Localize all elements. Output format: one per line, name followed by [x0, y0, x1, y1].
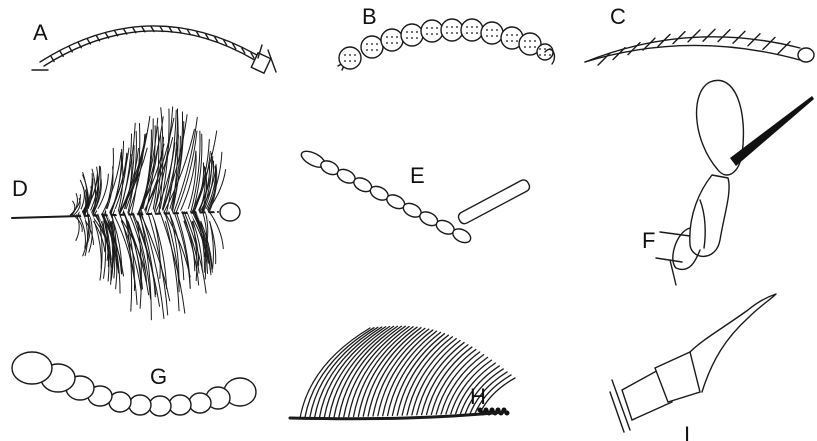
antenna-i-stylate	[610, 294, 776, 432]
antenna-f-aristate	[656, 80, 814, 285]
antenna-g-clavate	[12, 352, 256, 416]
antenna-c-serrate	[585, 29, 814, 65]
panel-label-e: E	[410, 163, 425, 188]
panel-label-g: G	[150, 364, 167, 389]
panel-label-c: C	[610, 4, 626, 29]
antenna-d-plumose	[12, 107, 240, 320]
antenna-a-filiform	[32, 26, 276, 73]
panel-label-h: H	[470, 384, 486, 409]
panel-label-a: A	[33, 20, 48, 45]
panel-label-f: F	[642, 228, 655, 253]
panel-label-b: B	[362, 4, 377, 29]
panel-label-i: I	[684, 422, 690, 441]
panel-label-d: D	[12, 176, 28, 201]
